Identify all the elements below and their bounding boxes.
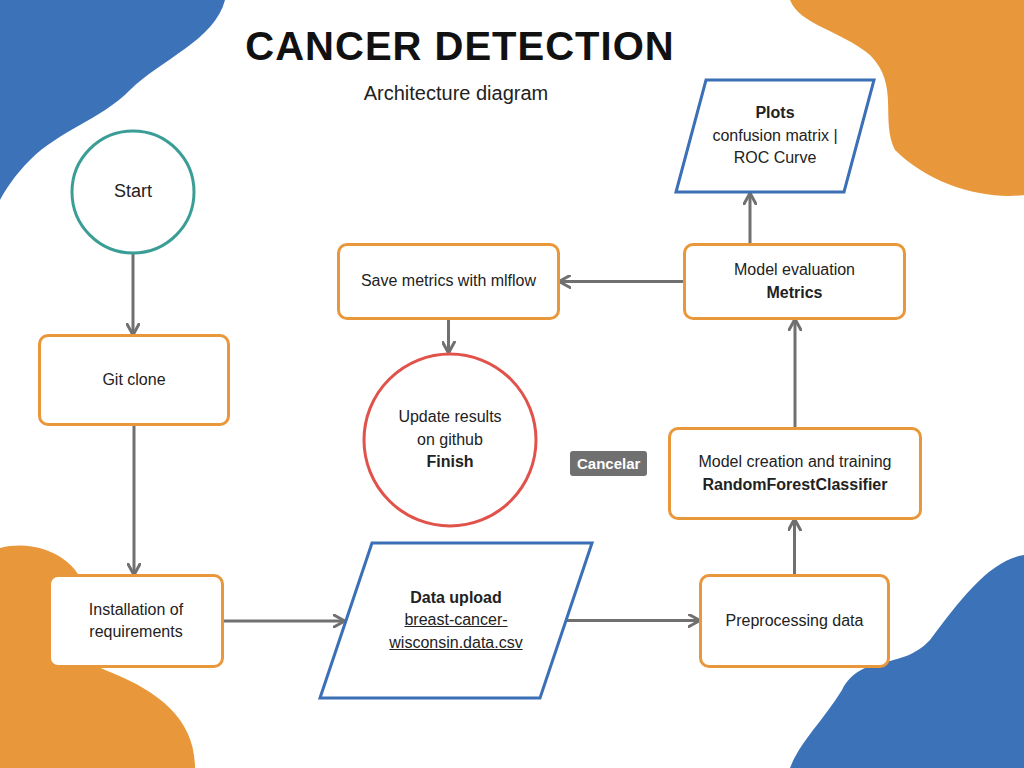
node-detail: RandomForestClassifier xyxy=(703,474,888,496)
node-label: Installation of requirements xyxy=(63,599,209,644)
node-detail: Metrics xyxy=(766,282,822,304)
node-detail: confusion matrix | ROC Curve xyxy=(710,125,840,170)
flow-arrow xyxy=(567,619,700,622)
process-box: Model evaluationMetrics xyxy=(683,243,906,320)
flow-arrow xyxy=(559,280,684,283)
node-label: Preprocessing data xyxy=(726,610,864,632)
flow-arrow xyxy=(794,319,797,428)
node-label: Plots xyxy=(755,102,794,124)
outline xyxy=(676,80,874,192)
terminal-circle: Update results on githubFinish xyxy=(362,352,538,528)
subtitle: Architecture diagram xyxy=(256,82,656,105)
data-parallelogram: Data uploadbreast-cancer-wisconsin.data.… xyxy=(318,541,594,700)
flow-arrow xyxy=(133,425,136,575)
outline xyxy=(72,131,194,253)
node-label: Git clone xyxy=(102,369,165,391)
node-label: Model evaluation xyxy=(734,259,855,281)
terminal-circle: Start xyxy=(70,129,196,255)
process-box: Model creation and trainingRandomForestC… xyxy=(668,427,922,520)
flow-arrow xyxy=(749,193,752,244)
node-label: Model creation and training xyxy=(698,451,891,473)
flow-arrow xyxy=(223,620,345,623)
process-box: Preprocessing data xyxy=(699,574,890,668)
flow-arrow xyxy=(793,519,796,575)
outline xyxy=(320,543,592,698)
node-label: Save metrics with mlflow xyxy=(361,270,536,292)
flow-arrow xyxy=(132,254,135,335)
cancel-badge: Cancelar xyxy=(570,451,647,476)
node-label: Start xyxy=(114,179,152,204)
outline xyxy=(364,354,536,526)
node-label: Update results on github xyxy=(388,406,513,451)
process-box: Save metrics with mlflow xyxy=(337,243,560,320)
node-detail: Finish xyxy=(426,451,473,473)
node-detail: breast-cancer-wisconsin.data.csv xyxy=(371,609,541,654)
diagram-title: CANCER DETECTION xyxy=(200,24,720,69)
process-box: Git clone xyxy=(38,334,230,426)
process-box: Installation of requirements xyxy=(48,574,224,668)
flow-arrow xyxy=(447,319,450,353)
node-label: Data upload xyxy=(410,587,502,609)
data-parallelogram: Plotsconfusion matrix | ROC Curve xyxy=(674,78,876,194)
